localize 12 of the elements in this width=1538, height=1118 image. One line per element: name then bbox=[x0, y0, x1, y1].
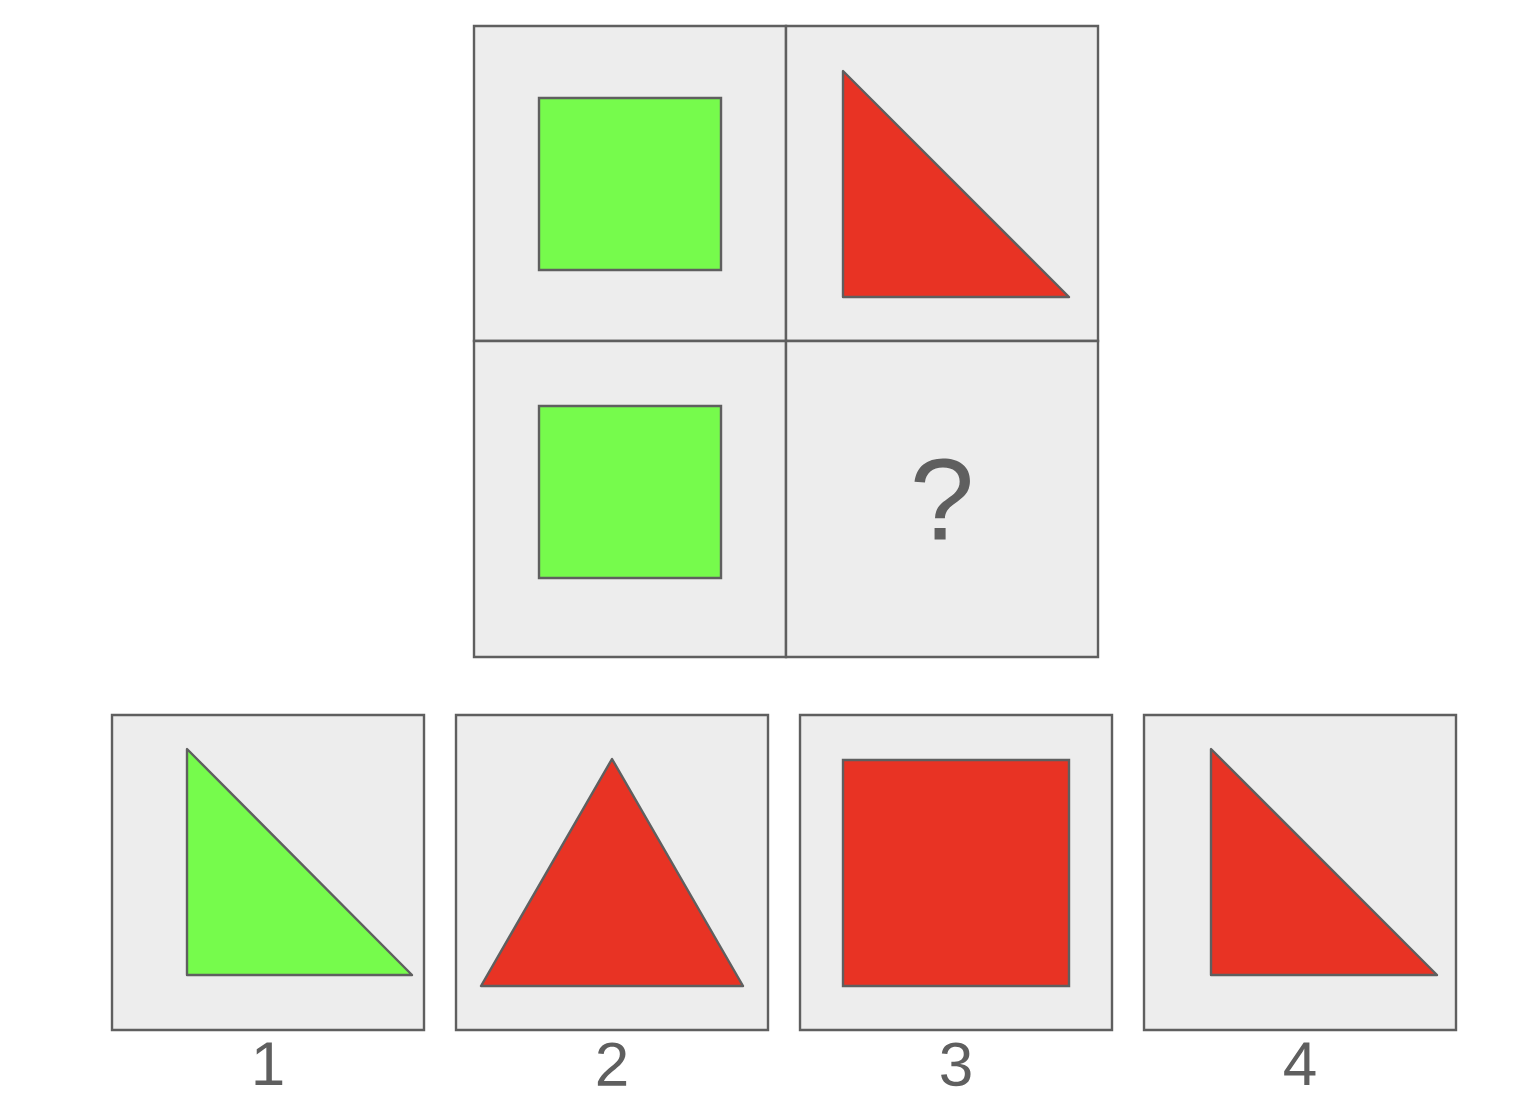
option-number: 4 bbox=[1284, 1042, 1316, 1086]
square-drawing bbox=[537, 96, 723, 272]
square-drawing bbox=[537, 404, 723, 580]
triangle-drawing bbox=[1209, 747, 1439, 977]
triangle-drawing bbox=[841, 69, 1071, 299]
option-number: 1 bbox=[255, 1042, 283, 1086]
question-cell: ? bbox=[784, 339, 1100, 659]
option-number: 3 bbox=[941, 1042, 971, 1087]
triangle-drawing bbox=[479, 757, 745, 988]
square-drawing bbox=[841, 758, 1071, 988]
option-number: 2 bbox=[597, 1042, 627, 1086]
triangle-drawing bbox=[185, 747, 414, 977]
